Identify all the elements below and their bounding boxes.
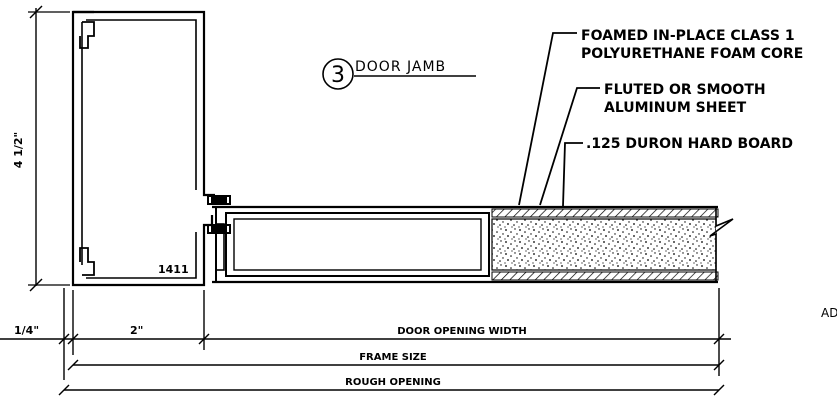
door-panel <box>212 205 734 284</box>
foam-core <box>491 218 717 271</box>
extension-lines <box>63 288 720 380</box>
view-number: 3 <box>331 63 345 88</box>
dimension-row-2: FRAME SIZE <box>67 352 725 371</box>
view-number-circle <box>322 58 354 90</box>
edge-fragment-text: AD <box>821 306 837 320</box>
dimension-row-1: 1/4" 2" DOOR OPENING WIDTH <box>0 324 731 345</box>
dimension-frame-face: 2" <box>130 324 143 337</box>
callout-hardboard: .125 DURON HARD BOARD <box>562 136 793 207</box>
view-title-text: DOOR JAMB <box>355 59 446 75</box>
break-line <box>709 207 734 282</box>
view-title: 3 DOOR JAMB <box>322 58 476 90</box>
dimension-row-3: ROUGH OPENING <box>58 377 725 396</box>
dimension-door-opening-width: DOOR OPENING WIDTH <box>397 326 527 337</box>
stile-tube <box>225 212 490 277</box>
callout-sheet: FLUTED OR SMOOTH ALUMINUM SHEET <box>539 82 766 206</box>
dimension-rough-opening: ROUGH OPENING <box>345 377 441 388</box>
callout-hardboard-text: .125 DURON HARD BOARD <box>586 136 793 152</box>
callout-sheet-line2: ALUMINUM SHEET <box>604 100 747 116</box>
callout-foam-line2: POLYURETHANE FOAM CORE <box>581 46 803 62</box>
hardboard-top <box>491 208 719 218</box>
dimension-frame-depth-text: 4 1/2" <box>12 132 25 169</box>
dimension-frame-depth: 4 1/2" <box>12 5 70 292</box>
hardboard-bottom <box>491 271 719 281</box>
dimension-shim-gap: 1/4" <box>14 324 39 337</box>
frame-profile <box>71 10 215 287</box>
part-number: 1411 <box>158 263 189 276</box>
dimension-frame-size: FRAME SIZE <box>359 352 427 363</box>
callout-foam-line1: FOAMED IN-PLACE CLASS 1 <box>581 28 795 44</box>
callout-sheet-line1: FLUTED OR SMOOTH <box>604 82 766 98</box>
callout-foam: FOAMED IN-PLACE CLASS 1 POLYURETHANE FOA… <box>518 28 803 206</box>
